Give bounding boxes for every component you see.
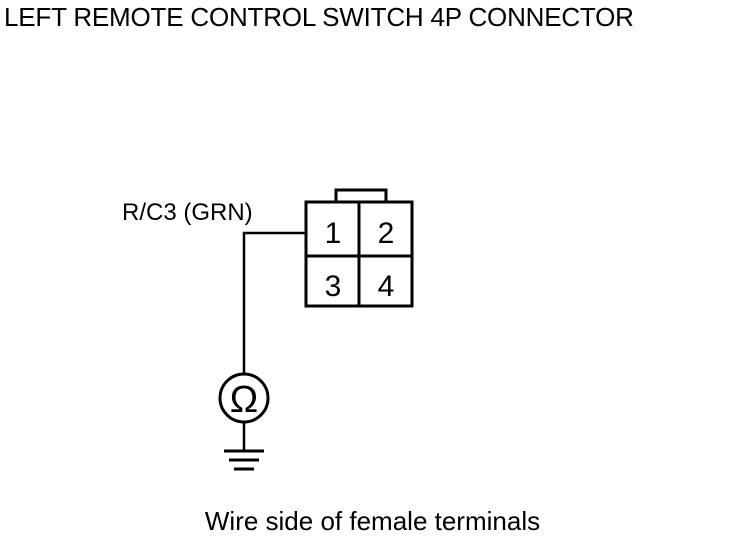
ground-icon — [224, 449, 264, 471]
terminal-4: 4 — [378, 270, 395, 303]
wire-label: R/C3 (GRN) — [122, 199, 253, 226]
test-wire — [242, 231, 306, 374]
diagram-caption: Wire side of female terminals — [204, 506, 541, 536]
terminal-1: 1 — [325, 217, 342, 250]
diagram-title: LEFT REMOTE CONTROL SWITCH 4P CONNECTOR — [4, 2, 634, 32]
terminal-2: 2 — [378, 217, 395, 250]
connector-latch — [334, 188, 388, 202]
terminal-3: 3 — [325, 270, 342, 303]
ohmmeter-icon: Ω — [218, 372, 270, 424]
ohm-symbol: Ω — [230, 379, 258, 421]
